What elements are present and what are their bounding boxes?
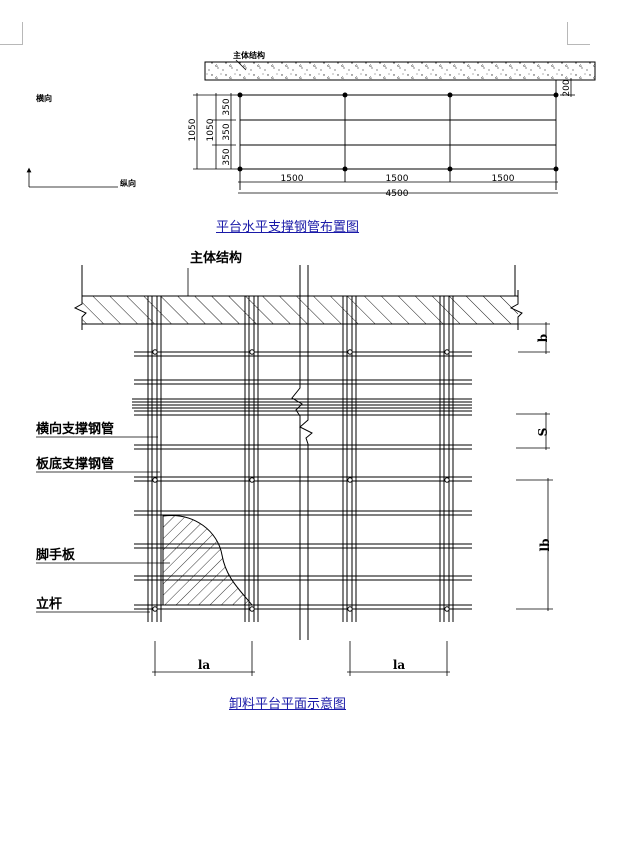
- top-bottom-dimension-lines: [238, 181, 558, 194]
- top-dim-1500-1: 1500: [281, 174, 304, 184]
- bottom-structure-label: 主体结构: [190, 250, 242, 266]
- dim-lb: lb: [538, 539, 552, 552]
- dim-s: S: [536, 428, 550, 437]
- label-floor-pipe: 板底支撑钢管: [36, 456, 114, 472]
- top-left-dimension-lines: [193, 93, 240, 170]
- top-dim-200: 200: [562, 79, 572, 96]
- right-dimension-lines: [516, 322, 553, 611]
- top-dim-350-2: 350: [222, 123, 232, 140]
- bottom-diagram-caption: 卸料平台平面示意图: [229, 697, 347, 712]
- bottom-plan-diagram: 主体结构: [36, 250, 553, 676]
- top-dim-1050-outer: 1050: [188, 118, 198, 141]
- page-corner-mark-right: [567, 22, 590, 45]
- scaffold-board-area: [162, 514, 254, 606]
- top-direction-axes: [26, 167, 118, 188]
- top-dim-350-1: 350: [222, 98, 232, 115]
- label-transverse-pipe: 横向支撑钢管: [36, 421, 114, 437]
- top-structure-leader: [235, 59, 247, 71]
- top-dim-4500: 4500: [386, 189, 409, 199]
- top-plan-diagram: 主体结构: [26, 50, 596, 199]
- center-break-line: [291, 265, 313, 640]
- top-dim-350-3: 350: [222, 148, 232, 165]
- top-diagram-caption: 平台水平支撑钢管布置图: [216, 220, 360, 235]
- top-grid-nodes: [237, 92, 559, 172]
- label-upright: 立杆: [36, 596, 62, 612]
- top-longitudinal-label: 纵向: [120, 178, 136, 188]
- dim-la-2: la: [393, 658, 406, 672]
- transverse-pipes: [132, 351, 472, 610]
- slab-break-left: [73, 290, 87, 330]
- top-structure-slab: [204, 61, 596, 81]
- top-dim-1050-inner: 1050: [206, 118, 216, 141]
- top-dim-1500-3: 1500: [492, 174, 515, 184]
- page-corner-mark-left: [0, 22, 23, 45]
- top-structure-label: 主体结构: [233, 50, 265, 60]
- slab-break-right: [509, 290, 523, 330]
- bottom-la-dimension-lines: [152, 641, 450, 676]
- top-dim-1500-2: 1500: [386, 174, 409, 184]
- dim-la-1: la: [198, 658, 211, 672]
- top-transverse-label: 横向: [36, 93, 52, 103]
- upright-nodes: [152, 349, 450, 612]
- label-leader-lines: [36, 436, 170, 613]
- label-scaffold-board: 脚手板: [36, 547, 76, 563]
- top-right-dimension: [560, 78, 575, 97]
- dim-b: b: [536, 334, 550, 342]
